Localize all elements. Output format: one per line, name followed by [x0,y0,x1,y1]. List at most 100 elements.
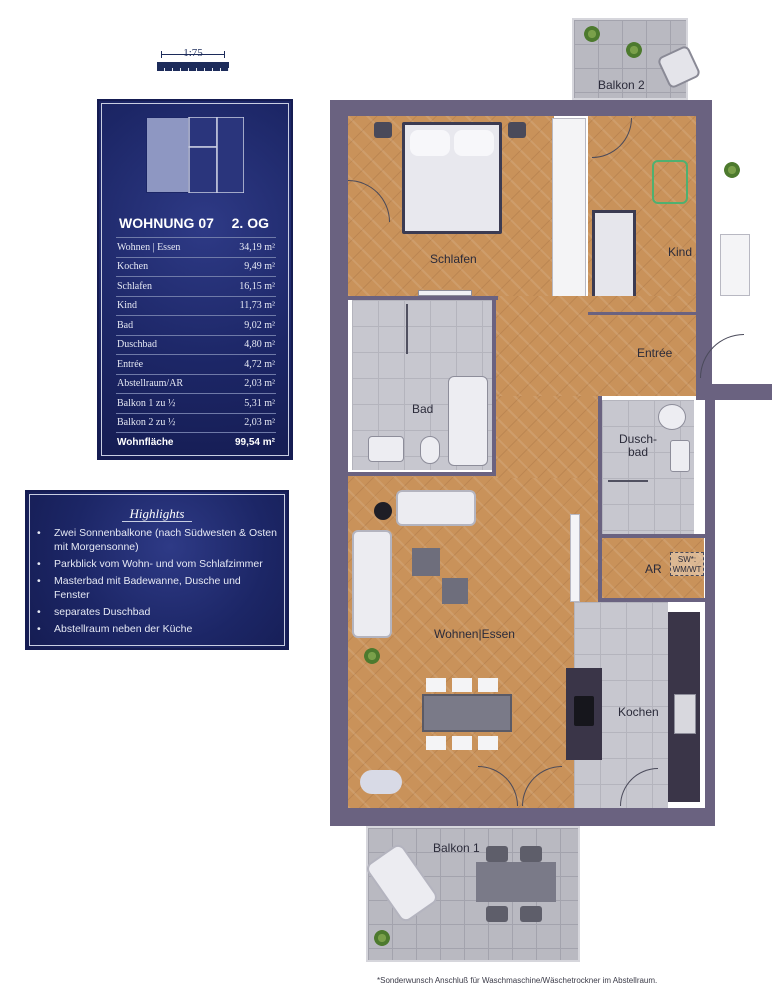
highlight-item: Zwei Sonnenbalkone (nach Südwesten & Ost… [37,526,279,554]
highlights-panel: Highlights Zwei Sonnenbalkone (nach Südw… [25,490,289,650]
room-label-kind: Kind [668,245,693,259]
wall [588,312,696,315]
wardrobe-icon [552,118,586,314]
floor-plan: Balkon 2 Schlafen Kind Entrée Bad Dusch-… [330,0,772,1000]
wall [348,296,498,300]
plant-icon [364,648,380,664]
wall [598,534,708,538]
room-name: Kind [117,300,137,312]
room-label-duschbad: Dusch-bad [619,433,657,459]
chair-icon [478,678,498,692]
shower-glass-icon [406,304,408,354]
tv-board-icon [570,514,580,602]
highlight-item: separates Duschbad [37,605,279,619]
room-row: Balkon 2 zu ½ 2,03 m² [116,412,276,433]
toilet-icon [420,436,440,464]
wall [598,598,708,602]
nightstand-icon [374,122,392,138]
chair-icon [520,846,542,862]
room-area: 5,31 m² [244,397,275,409]
toilet-icon [658,404,686,430]
washer-dryer-slot: SW*:WM/WT [670,552,704,576]
room-area: 9,49 m² [244,261,275,273]
footnote: *Sonderwunsch Anschluß für Waschmaschine… [377,976,658,985]
sw-line-1: SW*: [677,555,697,564]
nightstand-icon [508,122,526,138]
highlight-item: Masterbad mit Badewanne, Dusche und Fens… [37,574,279,602]
chair-icon [426,736,446,750]
cooktop-icon [574,696,594,726]
room-row: Wohnen | Essen 34,19 m² [116,237,276,257]
room-name: Entrée [117,358,144,370]
coffee-table-icon [412,548,440,576]
room-area-table: Wohnen | Essen 34,19 m² Kochen 9,49 m² Sch… [116,237,276,452]
room-label-balkon-1: Balkon 1 [433,841,480,855]
total-area: 99,54 m² [234,436,275,448]
sofa-icon [352,530,392,638]
room-label-ar: AR [645,562,662,576]
single-bed-icon [592,210,636,308]
room-name: Balkon 2 zu ½ [117,417,176,429]
room-row: Entrée 4,72 m² [116,354,276,374]
wall [705,384,715,826]
room-area: 2,03 m² [244,417,275,429]
dining-table-icon [422,694,512,732]
duschbad-line-2: bad [627,445,649,459]
wall [696,384,772,400]
scale-label: 1:75 [183,47,203,59]
unit-floor: 2. OG [231,215,269,231]
room-name: Duschbad [117,339,157,351]
room-label-wohnen-essen: Wohnen|Essen [434,627,515,641]
floor-lamp-icon [374,502,392,520]
wall [492,296,496,476]
room-label-bad: Bad [412,402,434,416]
kitchen-sink-icon [674,694,696,734]
wall [696,100,712,400]
sofa-icon [396,490,476,526]
scale-bar: 1:75 [157,47,229,75]
sw-line-2: WM/WT [672,565,702,574]
plant-icon [584,26,600,42]
chair-icon [486,846,508,862]
plant-icon [626,42,642,58]
sink-icon [670,440,690,472]
room-label-entree: Entrée [637,346,673,360]
highlights-title-text: Highlights [121,506,193,522]
chair-icon [452,678,472,692]
wall [330,808,715,826]
room-area: 2,03 m² [244,378,275,390]
wall [330,100,348,826]
plant-icon [374,930,390,946]
floor-position-icon [146,117,244,193]
room-area: 4,72 m² [244,358,275,370]
room-name: Kochen [117,261,149,273]
scale-rule [161,51,225,58]
room-area: 34,19 m² [239,241,275,253]
sink-icon [368,436,404,462]
radiator-icon [418,290,472,296]
pillow-icon [410,130,450,156]
side-table-icon [442,578,468,604]
room-label-kochen: Kochen [618,705,659,719]
chair-icon [486,906,508,922]
highlights-list: Zwei Sonnenbalkone (nach Südwesten & Ost… [37,526,279,639]
shower-glass-icon [608,480,648,482]
bathtub-icon [448,376,488,466]
room-name: Abstellraum/AR [117,378,184,390]
room-area: 9,02 m² [244,319,275,331]
plant-icon [724,162,740,178]
room-name: Wohnen | Essen [117,241,181,253]
pillow-icon [454,130,494,156]
room-name: Schlafen [117,280,152,292]
highlight-item: Abstellraum neben der Küche [37,622,279,636]
wall [330,100,710,116]
highlights-title: Highlights [27,506,287,522]
chair-icon [426,678,446,692]
